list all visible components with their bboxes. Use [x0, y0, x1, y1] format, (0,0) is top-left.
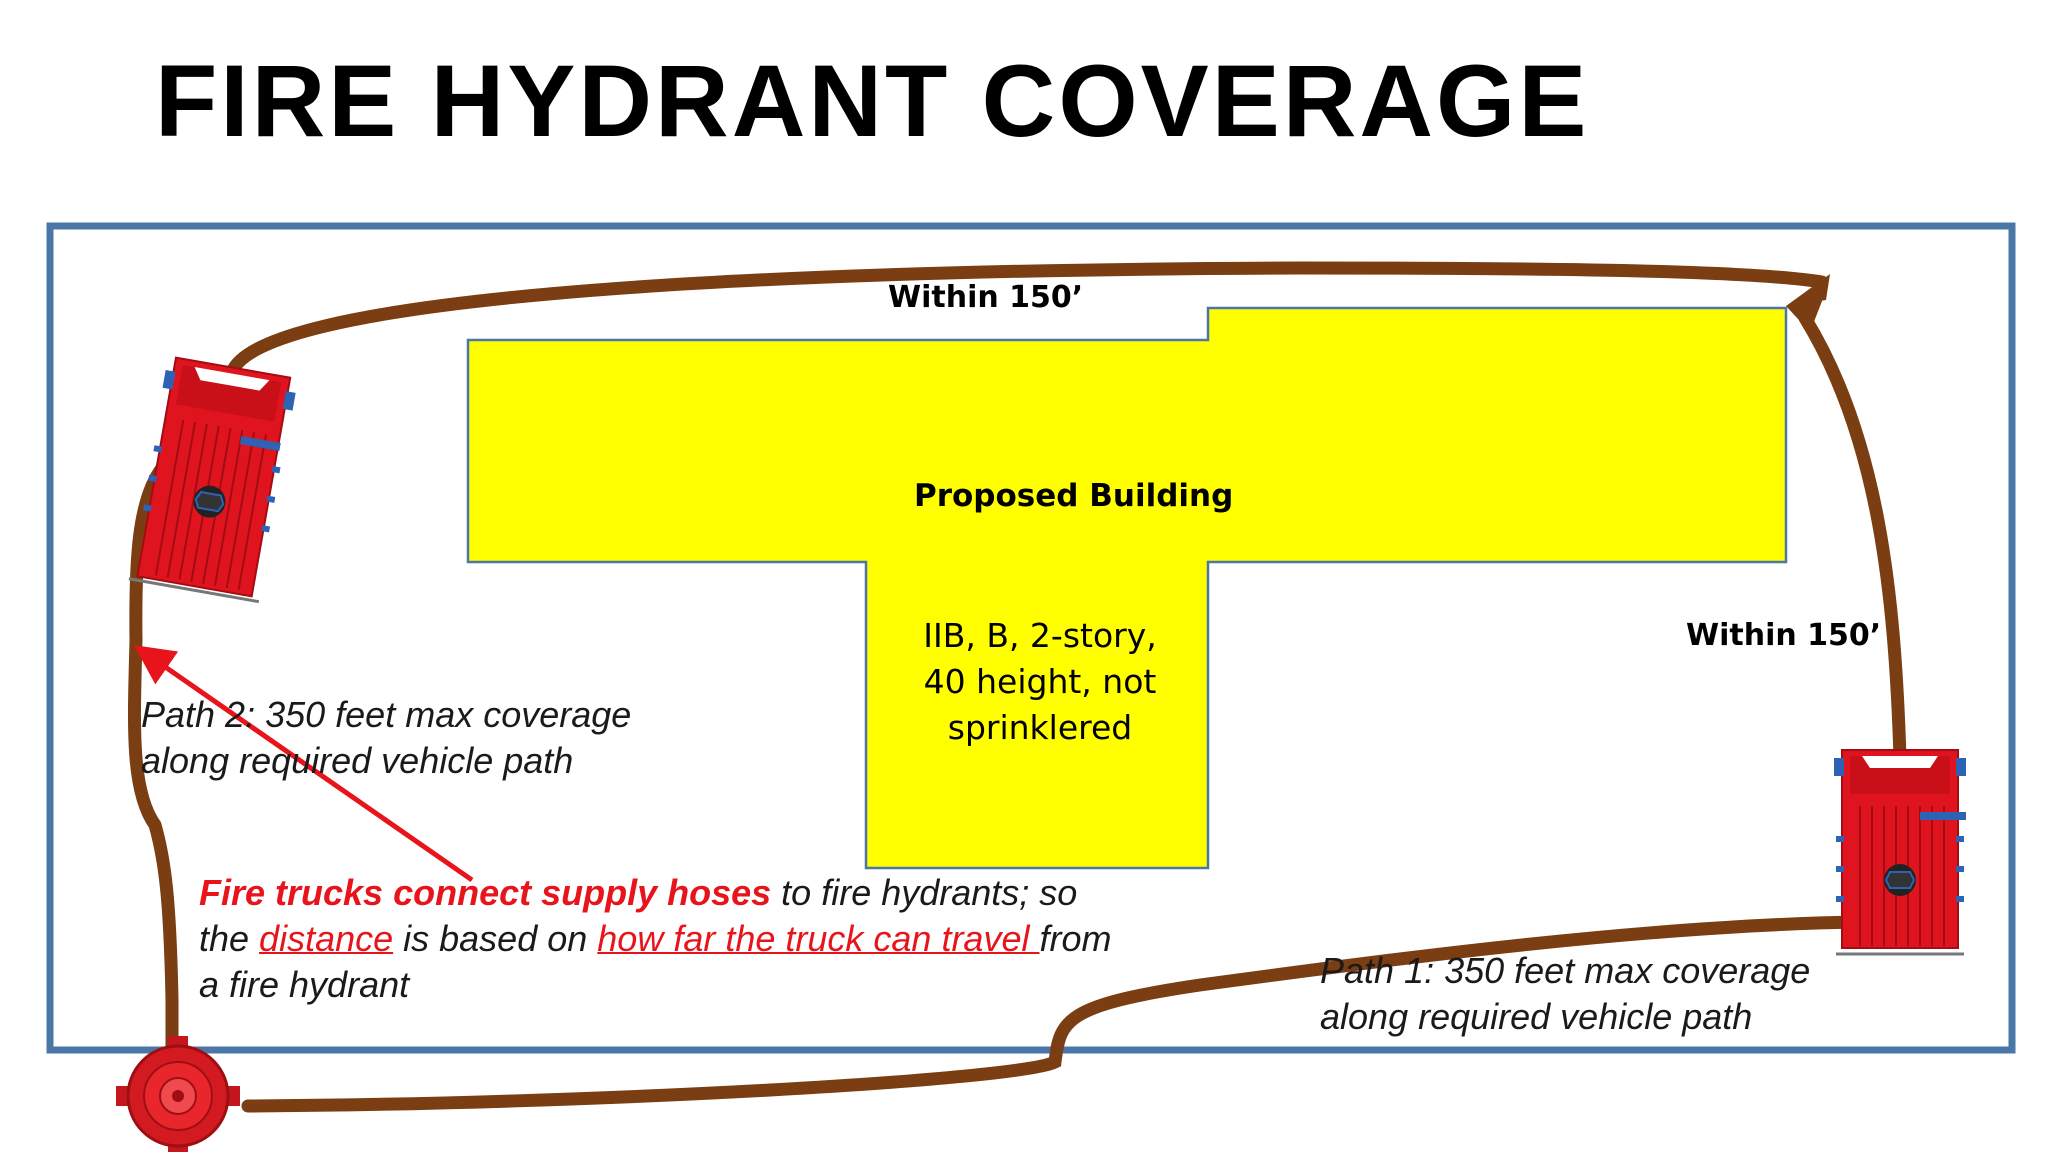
site-boundary	[46, 222, 2016, 1054]
note-text-3: is based on	[393, 918, 598, 959]
note-text-2: the	[199, 918, 260, 959]
path1-vehicle-route-up	[1798, 311, 1907, 765]
proposed-building	[466, 306, 1788, 870]
explanation-note: Fire trucks connect supply hoses to fire…	[199, 870, 1219, 1008]
path1-vehicle-route	[241, 915, 1869, 1113]
path2-arrowhead	[1786, 274, 1830, 306]
path2-label-line-1: Path 2: 350 feet max coverage	[141, 694, 632, 735]
fire-truck-right-icon	[1834, 749, 1966, 956]
building-specs-line-2: 40 height, not	[923, 662, 1157, 701]
note-travel-link: how far the truck can travel	[597, 918, 1040, 959]
building-specs-line-3: sprinklered	[947, 708, 1133, 747]
path1-label-line-1: Path 1: 350 feet max coverage	[1320, 950, 1811, 991]
path2-label: Path 2: 350 feet max coverage along requ…	[141, 692, 631, 784]
note-text-4: from	[1039, 918, 1112, 959]
path2-vehicle-route	[128, 461, 179, 1059]
note-distance-link: distance	[259, 918, 394, 959]
within-150-right-label: Within 150’	[1686, 618, 1882, 653]
path1-arrowhead	[1786, 296, 1824, 332]
note-text-1: to fire hydrants; so	[771, 872, 1078, 913]
fire-truck-left-icon	[128, 356, 296, 604]
fire-hydrant-icon	[116, 1036, 240, 1152]
within-150-top-label: Within 150’	[888, 280, 1084, 315]
note-emphasis: Fire trucks connect supply hoses	[199, 872, 772, 913]
building-label: Proposed Building	[914, 478, 1234, 514]
path1-label: Path 1: 350 feet max coverage along requ…	[1320, 948, 1810, 1040]
building-specs: IIB, B, 2-story, 40 height, not sprinkle…	[880, 613, 1200, 751]
page-title: FIRE HYDRANT COVERAGE	[155, 44, 1590, 158]
path1-label-line-2: along required vehicle path	[1320, 996, 1753, 1037]
building-specs-line-1: IIB, B, 2-story,	[923, 616, 1157, 655]
note-text-5: a fire hydrant	[199, 964, 410, 1005]
path2-label-line-2: along required vehicle path	[141, 740, 574, 781]
path2-vehicle-route-top	[225, 261, 1829, 379]
pointer-arrow	[133, 645, 474, 883]
